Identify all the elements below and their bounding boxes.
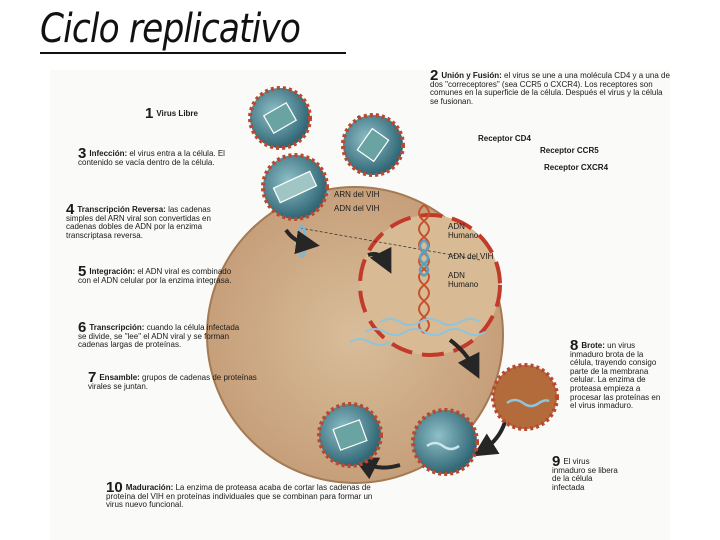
label-arn-vih: ARN del VIH — [334, 190, 380, 199]
virus-immature — [411, 408, 479, 476]
title-underline — [40, 52, 346, 54]
label-adn-humano-top: ADN Humano — [448, 222, 479, 240]
virus-free — [248, 86, 312, 150]
protein-chains — [349, 318, 486, 346]
human-dna-helix — [418, 204, 430, 334]
virus-binding — [341, 113, 405, 177]
label-receptor-cd4: Receptor CD4 — [478, 134, 531, 143]
virus-budding — [491, 363, 559, 431]
label-receptor-ccr5: Receptor CCR5 — [540, 146, 599, 155]
page-title: Ciclo replicativo — [40, 6, 301, 52]
label-adn-vih-mid: ADN del VIH — [448, 252, 494, 261]
label-receptor-cxcr4: Receptor CXCR4 — [544, 163, 609, 172]
label-adn-humano-bottom: ADN Humano — [448, 271, 479, 289]
virus-fusing — [261, 153, 329, 221]
diagram-graphics — [206, 86, 559, 484]
viral-dna-integrated — [418, 239, 430, 277]
virus-mature — [317, 402, 383, 468]
label-adn-vih-top: ADN del VIH — [334, 204, 380, 213]
